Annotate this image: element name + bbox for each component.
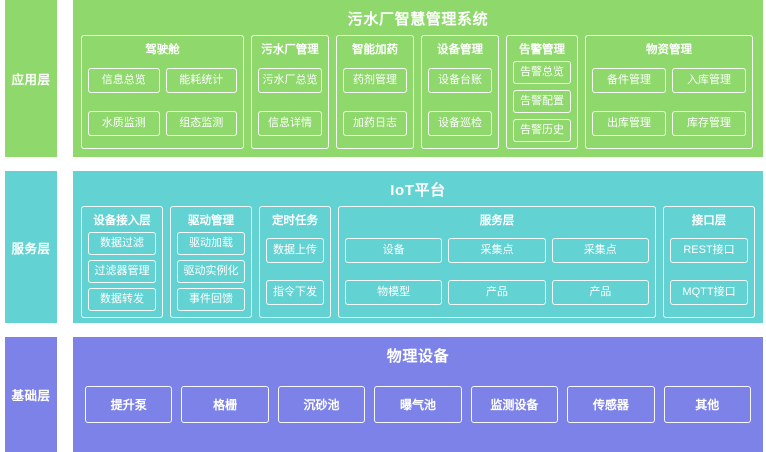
spacer-application xyxy=(57,0,73,157)
group-service-layer-inner-body: 设备 采集点 采集点 物模型 产品 产品 xyxy=(345,232,649,311)
group-driver-management[interactable]: 驱动管理 驱动加载 驱动实例化 事件回馈 xyxy=(170,206,252,319)
group-cockpit[interactable]: 驾驶舱 信息总览 能耗统计 水质监测 组态监测 xyxy=(81,35,244,150)
chip-product-1[interactable]: 产品 xyxy=(448,280,546,306)
group-driver-management-title: 驱动管理 xyxy=(188,215,234,228)
group-equipment-management-body: 设备台账 设备巡检 xyxy=(428,61,492,142)
group-cockpit-title: 驾驶舱 xyxy=(145,44,180,56)
group-material-management[interactable]: 物资管理 备件管理 入库管理 出库管理 库存管理 xyxy=(585,35,753,150)
device-aeration-tank[interactable]: 曝气池 xyxy=(374,385,462,423)
chip-mqtt-interface[interactable]: MQTT接口 xyxy=(670,280,748,306)
gap-application-service xyxy=(0,157,766,171)
group-equipment-management-title: 设备管理 xyxy=(437,44,483,56)
chip-data-upload[interactable]: 数据上传 xyxy=(266,238,324,264)
layer-label-service-text: 服务层 xyxy=(11,241,51,256)
physical-device-list: 提升泵 格栅 沉砂池 曝气池 监测设备 传感器 其他 xyxy=(81,372,755,444)
group-device-access-layer-title: 设备接入层 xyxy=(93,215,151,228)
device-grit-chamber[interactable]: 沉砂池 xyxy=(277,385,366,423)
chip-scada-monitor[interactable]: 组态监测 xyxy=(165,110,237,136)
group-alarm-management-body: 告警总览 告警配置 告警历史 xyxy=(513,61,571,142)
group-alarm-management-title: 告警管理 xyxy=(519,44,565,56)
chip-filter-management[interactable]: 过滤器管理 xyxy=(88,260,156,284)
chip-info-detail[interactable]: 信息详情 xyxy=(258,110,322,136)
layer-label-service: 服务层 xyxy=(5,171,57,324)
group-device-access-layer-body: 数据过滤 过滤器管理 数据转发 xyxy=(88,232,156,312)
group-service-layer-inner[interactable]: 服务层 设备 采集点 采集点 物模型 产品 产品 xyxy=(338,206,656,319)
chip-alarm-overview[interactable]: 告警总览 xyxy=(513,61,571,85)
chip-collection-point-1[interactable]: 采集点 xyxy=(448,238,546,264)
chip-dosing-log[interactable]: 加药日志 xyxy=(343,110,407,136)
chip-command-dispatch[interactable]: 指令下发 xyxy=(266,280,324,306)
application-panel-title: 污水厂智慧管理系统 xyxy=(347,11,489,28)
group-scheduled-task-title: 定时任务 xyxy=(272,215,318,228)
spacer-service xyxy=(57,171,73,323)
group-alarm-management[interactable]: 告警管理 告警总览 告警配置 告警历史 xyxy=(506,35,578,150)
layer-label-application-text: 应用层 xyxy=(11,73,51,88)
group-plant-management[interactable]: 污水厂管理 污水厂总览 信息详情 xyxy=(251,35,329,150)
group-smart-dosing-body: 药剂管理 加药日志 xyxy=(343,61,407,142)
device-monitoring-equipment[interactable]: 监测设备 xyxy=(470,385,559,423)
device-grille[interactable]: 格栅 xyxy=(181,385,269,423)
spacer-infrastructure xyxy=(57,337,73,452)
chip-water-quality-monitor[interactable]: 水质监测 xyxy=(88,110,160,136)
chip-data-forwarding[interactable]: 数据转发 xyxy=(88,288,156,312)
group-scheduled-task-body: 数据上传 指令下发 xyxy=(266,232,324,311)
chip-event-feedback[interactable]: 事件回馈 xyxy=(177,288,245,312)
chip-spare-parts-management[interactable]: 备件管理 xyxy=(592,67,666,93)
group-smart-dosing-title: 智能加药 xyxy=(352,44,398,56)
chip-plant-overview[interactable]: 污水厂总览 xyxy=(258,67,322,93)
group-plant-management-body: 污水厂总览 信息详情 xyxy=(258,61,322,142)
group-interface-layer[interactable]: 接口层 REST接口 MQTT接口 xyxy=(663,206,755,319)
infrastructure-layer-panel: 物理设备 提升泵 格栅 沉砂池 曝气池 监测设备 传感器 其他 xyxy=(73,337,763,452)
application-layer-panel: 污水厂智慧管理系统 驾驶舱 信息总览 能耗统计 水质监测 组态监测 污水厂管理 … xyxy=(73,0,763,158)
chip-alarm-history[interactable]: 告警历史 xyxy=(513,118,571,142)
infrastructure-panel-title: 物理设备 xyxy=(386,348,450,366)
chip-equipment-inspection[interactable]: 设备巡检 xyxy=(428,110,492,136)
device-other[interactable]: 其他 xyxy=(663,385,751,423)
chip-product-2[interactable]: 产品 xyxy=(551,280,649,306)
chip-driver-instantiation[interactable]: 驱动实例化 xyxy=(177,260,245,284)
infrastructure-layer-row: 基础层 物理设备 提升泵 格栅 沉砂池 曝气池 监测设备 传感器 其他 xyxy=(0,337,766,452)
device-lift-pump[interactable]: 提升泵 xyxy=(85,385,173,423)
service-layer-row: 服务层 IoT平台 设备接入层 数据过滤 过滤器管理 数据转发 驱动管理 驱动加… xyxy=(0,171,766,324)
group-smart-dosing[interactable]: 智能加药 药剂管理 加药日志 xyxy=(336,35,414,150)
device-sensor[interactable]: 传感器 xyxy=(567,385,655,423)
group-material-management-body: 备件管理 入库管理 出库管理 库存管理 xyxy=(592,61,746,142)
chip-collection-point-2[interactable]: 采集点 xyxy=(551,238,649,264)
chip-outbound-management[interactable]: 出库管理 xyxy=(592,110,666,136)
chip-inventory-management[interactable]: 库存管理 xyxy=(672,110,746,136)
layer-label-infrastructure-text: 基础层 xyxy=(11,389,51,404)
chip-rest-interface[interactable]: REST接口 xyxy=(670,238,748,264)
group-device-access-layer[interactable]: 设备接入层 数据过滤 过滤器管理 数据转发 xyxy=(81,206,163,319)
group-scheduled-task[interactable]: 定时任务 数据上传 指令下发 xyxy=(259,206,331,319)
chip-inbound-management[interactable]: 入库管理 xyxy=(672,67,746,93)
gap-service-infrastructure xyxy=(0,323,766,337)
chip-reagent-management[interactable]: 药剂管理 xyxy=(343,67,407,93)
group-interface-layer-body: REST接口 MQTT接口 xyxy=(670,232,748,311)
chip-equipment-ledger[interactable]: 设备台账 xyxy=(428,67,492,93)
application-groups: 驾驶舱 信息总览 能耗统计 水质监测 组态监测 污水厂管理 污水厂总览 信息详情 xyxy=(81,35,755,150)
group-driver-management-body: 驱动加载 驱动实例化 事件回馈 xyxy=(177,232,245,312)
chip-thing-model[interactable]: 物模型 xyxy=(345,280,443,306)
service-layer-panel: IoT平台 设备接入层 数据过滤 过滤器管理 数据转发 驱动管理 驱动加载 驱动… xyxy=(73,171,763,324)
service-groups: 设备接入层 数据过滤 过滤器管理 数据转发 驱动管理 驱动加载 驱动实例化 事件… xyxy=(81,206,755,319)
application-layer-row: 应用层 污水厂智慧管理系统 驾驶舱 信息总览 能耗统计 水质监测 组态监测 污水… xyxy=(0,0,766,158)
chip-info-overview[interactable]: 信息总览 xyxy=(88,67,160,93)
layer-label-application: 应用层 xyxy=(5,0,57,158)
chip-energy-stats[interactable]: 能耗统计 xyxy=(165,67,237,93)
group-interface-layer-title: 接口层 xyxy=(691,215,727,228)
chip-alarm-config[interactable]: 告警配置 xyxy=(513,90,571,114)
group-cockpit-body: 信息总览 能耗统计 水质监测 组态监测 xyxy=(88,61,237,142)
chip-data-filter[interactable]: 数据过滤 xyxy=(88,232,156,256)
group-material-management-title: 物资管理 xyxy=(646,44,692,56)
group-equipment-management[interactable]: 设备管理 设备台账 设备巡检 xyxy=(421,35,499,150)
group-service-layer-inner-title: 服务层 xyxy=(479,215,515,228)
layer-label-infrastructure: 基础层 xyxy=(5,337,57,452)
chip-driver-loading[interactable]: 驱动加载 xyxy=(177,232,245,256)
service-panel-title: IoT平台 xyxy=(390,182,446,200)
group-plant-management-title: 污水厂管理 xyxy=(261,44,319,56)
chip-device[interactable]: 设备 xyxy=(345,238,443,264)
